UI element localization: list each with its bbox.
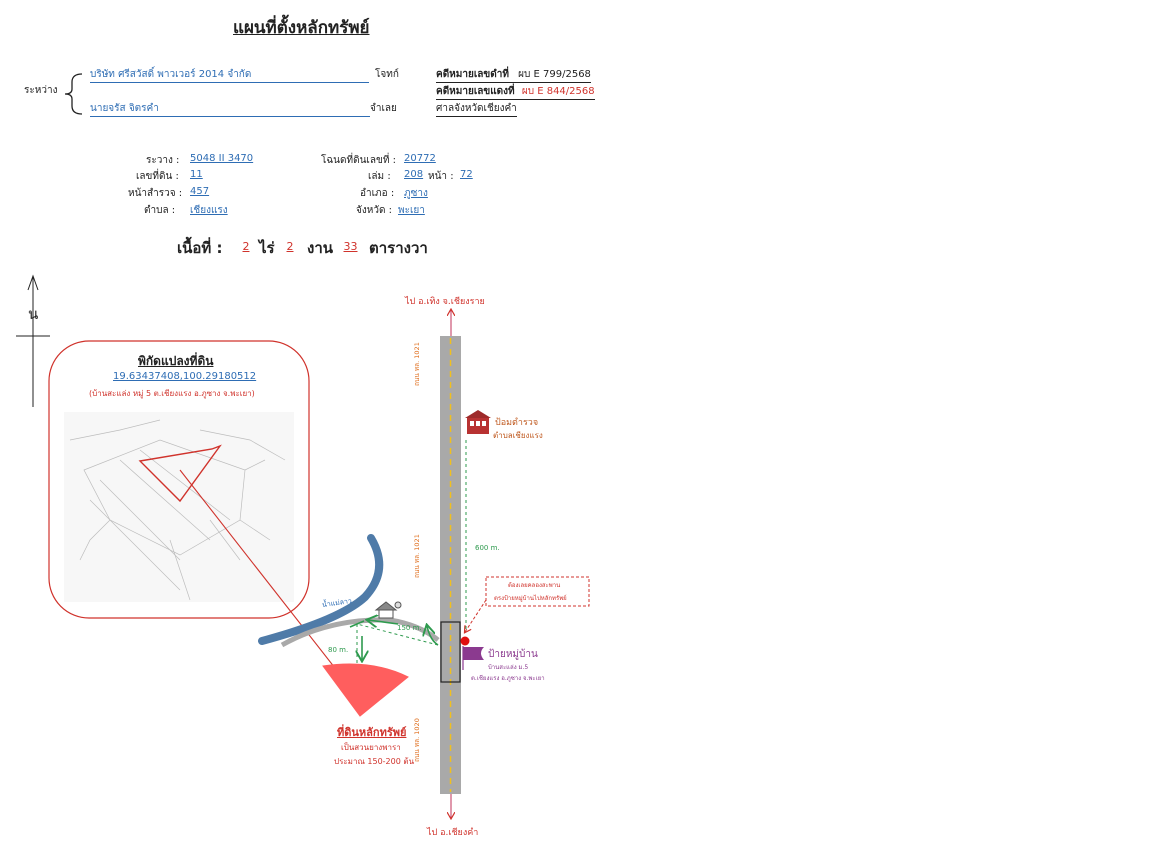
area-wa-value: 33 (343, 240, 358, 253)
area-ngan-value: 2 (286, 240, 294, 253)
turn-note-line1: ต้องเลยคลองสะพาน (508, 582, 561, 589)
dist-150-label: 150 m. (397, 624, 422, 632)
plaintiff-role: โจทก์ (375, 69, 399, 80)
village-line1: บ้านสะแล่ง ม.5 (488, 664, 529, 671)
property-line1: เป็นสวนยางพารา (341, 743, 401, 752)
village-flag-icon (462, 646, 484, 670)
village-pin-icon (460, 636, 470, 646)
land-no-value: 11 (190, 169, 203, 180)
between-label: ระหว่าง (24, 85, 58, 96)
bridge (440, 621, 461, 683)
province-label: จังหวัด : (356, 205, 392, 216)
book-value: 208 (404, 169, 424, 180)
black-case: คดีหมายเลขดำที่ ผบ E 799/2568 (436, 67, 591, 83)
area-rai-value: 2 (242, 240, 250, 253)
village-line2: ต.เชียงแรง อ.ภูซาง จ.พะเยา (471, 675, 545, 682)
property-line2: ประมาณ 150-200 ต้น (334, 757, 415, 766)
coord-location: (บ้านสะแล่ง หมู่ 5 ต.เชียงแรง อ.ภูซาง จ.… (89, 389, 255, 398)
ravang-label: ระวาง : (146, 155, 180, 166)
house-icon (374, 601, 402, 619)
area-wa-unit: ตารางวา (369, 239, 428, 257)
stream (258, 534, 384, 645)
turn-note-line2: ตรงป้ายหมู่บ้านไปหลักทรัพย์ (494, 595, 567, 602)
parcel-outline (138, 444, 222, 503)
deed-no-value: 20772 (404, 153, 436, 164)
property-parcel (322, 663, 409, 717)
area-rai-unit: ไร่ (259, 239, 275, 257)
police-label-2: ตำบลเชียงแรง (493, 431, 543, 440)
black-case-label: คดีหมายเลขดำที่ (436, 69, 509, 80)
defendant-name: นายจรัส จิตรคำ (90, 103, 159, 114)
police-label-1: ป้อมตำรวจ (495, 418, 539, 428)
dist-600-label: 600 m. (475, 544, 500, 552)
province-value: พะเยา (398, 205, 425, 216)
distance-150-line (356, 623, 439, 646)
black-case-value: ผบ E 799/2568 (518, 69, 591, 80)
defendant-role: จำเลย (370, 103, 397, 114)
district-label: อำเภอ : (360, 188, 395, 199)
to-south-label: ไป อ.เชียงคำ (427, 828, 479, 838)
coord-title: พิกัดแปลงที่ดิน (138, 354, 214, 368)
red-case-label: คดีหมายเลขแดงที่ (436, 86, 515, 97)
district-value: ภูซาง (404, 188, 428, 199)
book-label: เล่ม : (368, 171, 391, 182)
north-label: น (28, 305, 39, 323)
north-arrow-icon (16, 274, 50, 407)
page-value: 72 (460, 169, 473, 180)
land-no-label: เลขที่ดิน : (136, 171, 179, 182)
subdistrict-value: เชียงแรง (190, 205, 228, 216)
coord-value: 19.63437408,100.29180512 (113, 371, 257, 382)
brace-icon (64, 73, 83, 115)
subdistrict-label: ตำบล : (144, 205, 176, 216)
dist-80-label: 80 m. (328, 646, 349, 654)
area-ngan-unit: งาน (307, 239, 334, 257)
plaintiff-line: บริษัท ศรีสวัสดิ์ พาวเวอร์ 2014 จำกัด (90, 67, 369, 83)
parcel-pointer-arrow (179, 469, 360, 700)
turn-note-box (485, 576, 590, 607)
main-road (440, 336, 461, 794)
road-label-1: ถนน ทล. 1021 (413, 342, 421, 386)
area-label: เนื้อที่ : (177, 239, 223, 257)
deed-no-label: โฉนดที่ดินเลขที่ : (321, 155, 396, 166)
to-north-label: ไป อ.เทิง จ.เชียงราย (405, 297, 485, 307)
plaintiff-name: บริษัท ศรีสวัสดิ์ พาวเวอร์ 2014 จำกัด (90, 69, 252, 80)
page-title: แผนที่ตั้งหลักทรัพย์ (233, 18, 370, 38)
red-case-value: ผบ E 844/2568 (521, 86, 595, 97)
village-sign-label: ป้ายหมู่บ้าน (488, 649, 538, 660)
defendant-line: นายจรัส จิตรคำ (90, 101, 370, 117)
court-name: ศาลจังหวัดเชียงคำ (436, 101, 517, 117)
cadastral-sketch (64, 412, 294, 602)
survey-value: 457 (190, 186, 210, 197)
road-label-2: ถนน ทล. 1021 (413, 534, 421, 578)
survey-label: หน้าสำรวจ : (128, 188, 183, 199)
ravang-value: 5048 II 3470 (190, 153, 254, 164)
police-box-icon (465, 410, 491, 434)
page-label: หน้า : (428, 171, 454, 182)
red-case: คดีหมายเลขแดงที่ ผบ E 844/2568 (436, 84, 595, 100)
property-title: ที่ดินหลักทรัพย์ (337, 726, 407, 739)
